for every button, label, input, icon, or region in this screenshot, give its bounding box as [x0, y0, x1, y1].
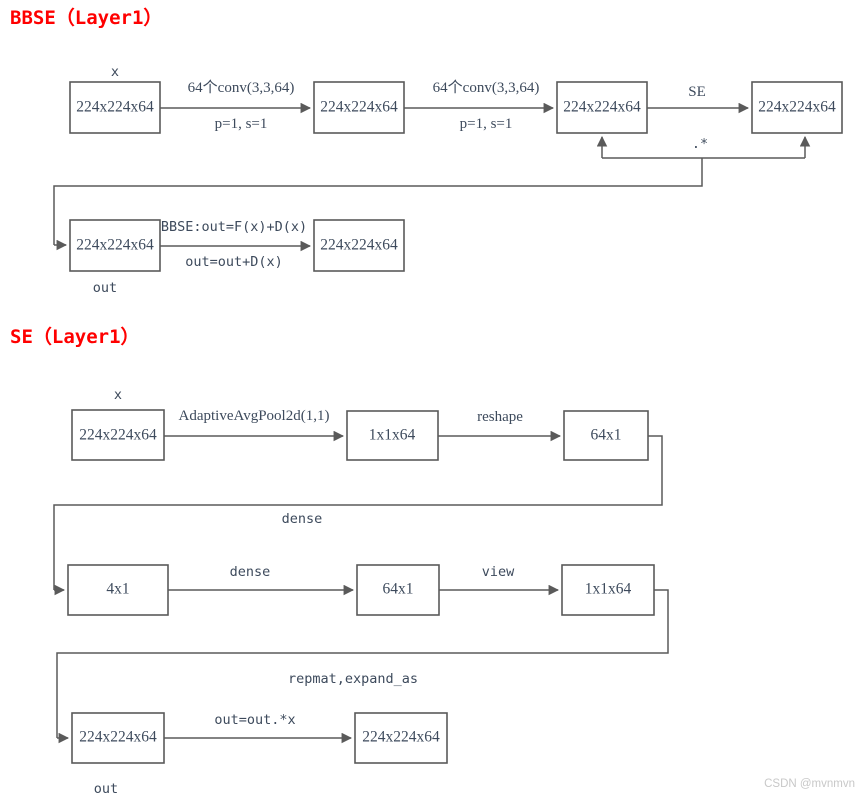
node-box-se-n7 — [71, 712, 165, 764]
node-box-bbse-n3 — [556, 81, 648, 134]
edge-bbse-feedback-path — [53, 158, 703, 245]
edge-label-bbse-e2-bottom: p=1, s=1 — [460, 116, 513, 132]
node-box-bbse-n5 — [69, 219, 161, 272]
edge-label-bbse-e2-top: 64个conv(3,3,64) — [433, 79, 540, 96]
node-label-bbse-n4: 224x224x64 — [758, 99, 836, 116]
node-bbse-n6[interactable]: 224x224x64 — [313, 219, 405, 272]
node-label-bbse-n6: 224x224x64 — [320, 237, 398, 254]
edge-label-bbse-e1-top: 64个conv(3,3,64) — [188, 79, 295, 96]
node-box-se-n5 — [356, 564, 440, 616]
node-label-bbse-n3: 224x224x64 — [563, 99, 641, 116]
node-bbse-n1[interactable]: 224x224x64 — [69, 81, 161, 134]
node-se-n8[interactable]: 224x224x64 — [354, 712, 448, 764]
node-label-se-n7: 224x224x64 — [79, 729, 157, 746]
watermark-text: CSDN @mvnmvn — [764, 778, 855, 790]
edge-label-se-e1: AdaptiveAvgPool2d(1,1) — [179, 408, 330, 424]
node-caption-se-n1: x — [114, 387, 122, 403]
node-se-n4[interactable]: 4x1 — [67, 564, 169, 616]
node-box-bbse-n1 — [69, 81, 161, 134]
edge-label-se-e4: dense — [230, 564, 271, 580]
node-bbse-n5[interactable]: 224x224x64 — [69, 219, 161, 272]
node-box-se-n6 — [561, 564, 655, 616]
node-box-bbse-n6 — [313, 219, 405, 272]
node-label-se-n6: 1x1x64 — [585, 581, 632, 598]
edge-se-e3-path — [53, 435, 663, 590]
node-label-se-n1: 224x224x64 — [79, 427, 157, 444]
edge-label-se-e5: view — [482, 564, 515, 580]
node-box-se-n8 — [354, 712, 448, 764]
node-box-se-n1 — [71, 409, 165, 461]
edge-label-bbse-e5-bottom: out=out+D(x) — [185, 254, 283, 270]
node-caption-se-n7: out — [94, 781, 118, 797]
node-label-se-n8: 224x224x64 — [362, 729, 440, 746]
node-se-n5[interactable]: 64x1 — [356, 564, 440, 616]
edge-label-se-e7: out=out.*x — [214, 712, 295, 728]
section-title-se: SE（Layer1） — [10, 325, 140, 348]
edge-label-se-e6: repmat,expand_as — [288, 671, 418, 687]
node-label-se-n4: 4x1 — [106, 581, 129, 598]
node-label-bbse-n1: 224x224x64 — [76, 99, 154, 116]
node-box-se-n4 — [67, 564, 169, 616]
node-box-bbse-n4 — [751, 81, 843, 134]
node-label-se-n5: 64x1 — [383, 581, 414, 598]
edge-label-bbse-e1-bottom: p=1, s=1 — [215, 116, 268, 132]
edge-label-se-e3: dense — [282, 511, 323, 527]
node-caption-bbse-n5: out — [93, 280, 117, 296]
node-caption-bbse-n1: x — [111, 64, 119, 80]
node-se-n7[interactable]: 224x224x64 — [71, 712, 165, 764]
node-se-n1[interactable]: 224x224x64 — [71, 409, 165, 461]
node-box-bbse-n2 — [313, 81, 405, 134]
section-title-bbse: BBSE（Layer1） — [10, 6, 162, 29]
edge-se-e6-path — [56, 589, 669, 738]
node-se-n6[interactable]: 1x1x64 — [561, 564, 655, 616]
node-label-bbse-n5: 224x224x64 — [76, 237, 154, 254]
node-label-se-n2: 1x1x64 — [369, 427, 416, 444]
node-bbse-n4[interactable]: 224x224x64 — [751, 81, 843, 134]
node-label-bbse-n2: 224x224x64 — [320, 99, 398, 116]
node-label-se-n3: 64x1 — [591, 427, 622, 444]
node-bbse-n3[interactable]: 224x224x64 — [556, 81, 648, 134]
edge-label-bbse-e5-top: BBSE:out=F(x)+D(x) — [161, 219, 307, 235]
node-se-n2[interactable]: 1x1x64 — [346, 410, 439, 461]
edge-label-bbse-e4-top: .* — [692, 136, 708, 152]
edge-label-se-e2: reshape — [477, 409, 523, 425]
edge-label-bbse-e3-top: SE — [688, 84, 706, 100]
node-se-n3[interactable]: 64x1 — [563, 410, 649, 461]
node-bbse-n2[interactable]: 224x224x64 — [313, 81, 405, 134]
